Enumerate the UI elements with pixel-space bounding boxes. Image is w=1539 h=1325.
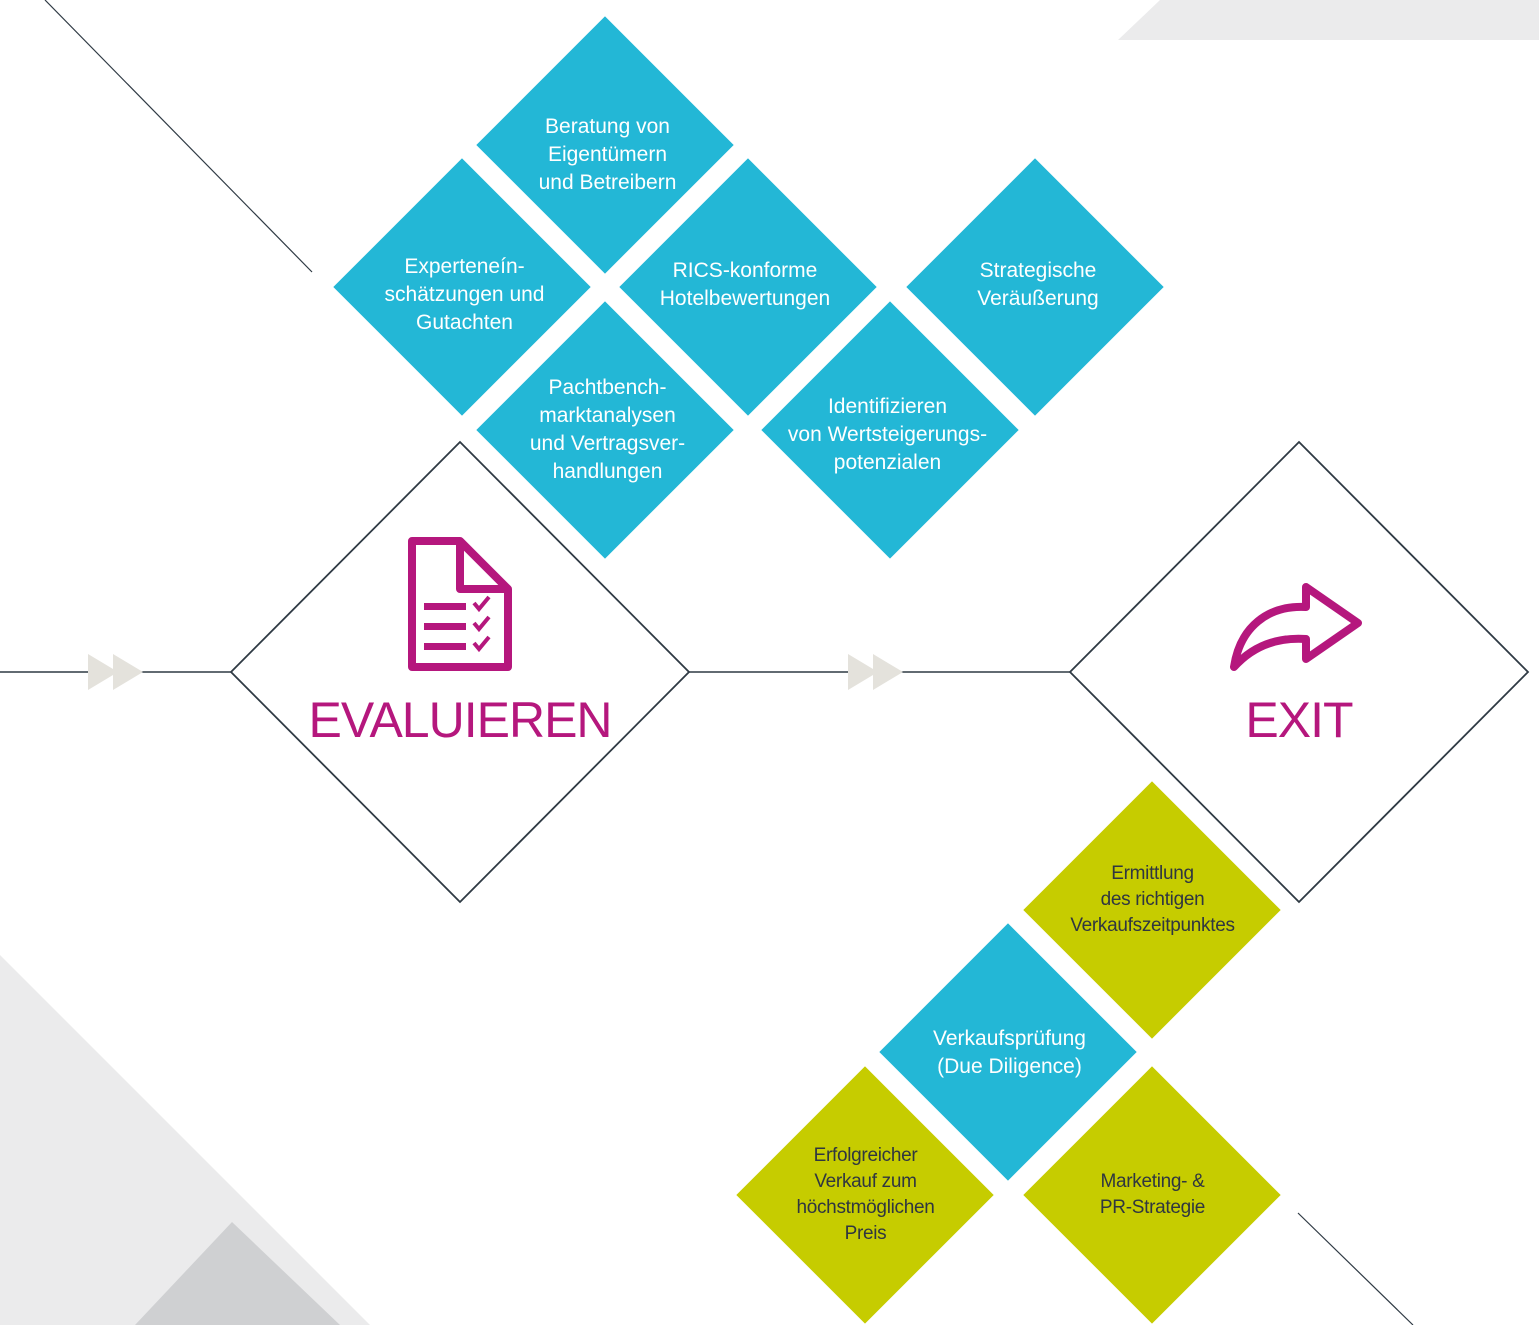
diamond-rics-valuations (606, 145, 890, 429)
diamond-expert-assessments (320, 145, 604, 429)
tile-expert-assessments[interactable]: Experteneín- schätzungen und Gutachten (384, 255, 545, 334)
tile-successful-sale[interactable]: Erfolgreicher Verkauf zum höchstmögliche… (796, 1145, 935, 1244)
diamond-value-potential (748, 288, 1032, 572)
chevron-arrows-left (88, 654, 143, 690)
tile-owner-operator-advisory[interactable]: Beratung von Eigentümern und Betreibern (538, 115, 677, 194)
evaluate-diamond-outline (229, 440, 691, 904)
diamond-marketing-pr (1010, 1053, 1294, 1325)
grey-corner-top-right (1118, 0, 1539, 40)
tile-value-potential[interactable]: Identifizieren von Wertsteigerungs- pote… (787, 395, 988, 474)
diamond-owner-operator-advisory (463, 3, 747, 287)
diamond-due-diligence (866, 910, 1150, 1194)
diamond-lease-benchmark (463, 288, 747, 572)
diamond-strategic-divestment (893, 145, 1177, 429)
diamond-sale-timing (1010, 768, 1294, 1052)
chevron-arrows-middle (848, 654, 903, 690)
evaluate-stage-label: EVALUIEREN (308, 692, 612, 748)
diagonal-line-bottom-right (1297, 1212, 1414, 1325)
tile-marketing-pr[interactable]: Marketing- & PR-Strategie (1099, 1171, 1206, 1218)
exit-stage-label: EXIT (1245, 692, 1353, 748)
tile-due-diligence[interactable]: Verkaufsprüfung (Due Diligence) (933, 1027, 1086, 1078)
diamond-successful-sale (723, 1053, 1007, 1325)
grey-triangle-bottom-left-dark (135, 1222, 340, 1325)
diagonal-line-top-left (44, 0, 313, 273)
exit-diamond-outline (1068, 440, 1530, 904)
tile-sale-timing[interactable]: Ermittlung des richtigen Verkaufszeitpun… (1070, 863, 1235, 936)
tile-lease-benchmark[interactable]: Pachtbench- marktanalysen und Vertragsve… (529, 376, 686, 483)
tile-strategic-divestment[interactable]: Strategische Veräußerung (977, 259, 1099, 310)
tile-rics-valuations[interactable]: RICS-konforme Hotelbewertungen (659, 259, 831, 310)
grey-triangle-bottom-left (0, 955, 370, 1325)
